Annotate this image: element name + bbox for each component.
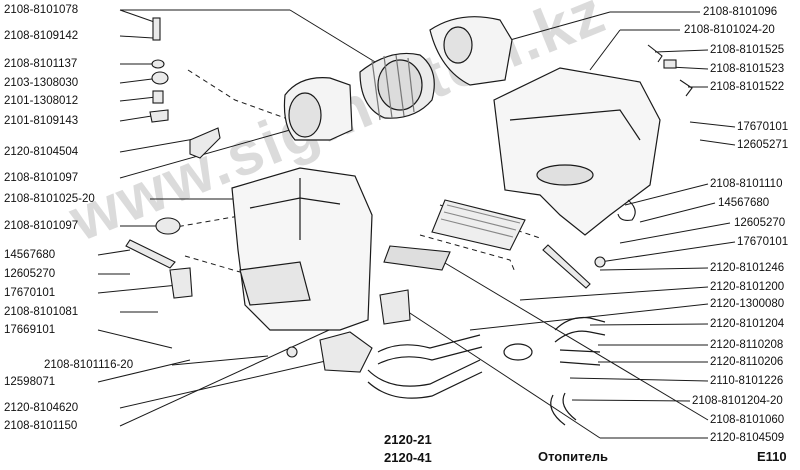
diagram-caption: Отопитель <box>538 449 608 464</box>
part-label-right-4: 2108-8101523 <box>710 63 785 75</box>
part-label-right-3: 2108-8101525 <box>710 44 785 56</box>
part-label-right-19: 2108-8101204-20 <box>692 395 783 407</box>
part-label-right-8: 2108-8101110 <box>710 178 783 190</box>
part-label-left-14: 2108-8101081 <box>4 306 79 318</box>
part-label-left-3: 2108-8101137 <box>4 58 78 70</box>
part-label-right-20: 2108-8101060 <box>710 414 785 426</box>
part-label-right-11: 17670101 <box>737 236 789 248</box>
part-label-left-8: 2108-8101097 <box>4 172 79 184</box>
part-label-left-16: 2108-8101116-20 <box>44 359 134 371</box>
part-label-right-7: 12605271 <box>737 139 789 151</box>
part-label-left-5: 2101-1308012 <box>4 95 79 107</box>
part-label-right-21: 2120-8104509 <box>710 432 785 444</box>
part-label-left-2: 2108-8109142 <box>4 30 79 42</box>
part-label-right-12: 2120-8101246 <box>710 262 785 274</box>
part-label-right-18: 2110-8101226 <box>710 375 784 387</box>
part-label-right-5: 2108-8101522 <box>710 81 785 93</box>
model-code-1: 2120-21 <box>384 432 432 447</box>
part-label-left-6: 2101-8109143 <box>4 115 79 127</box>
part-label-left-1: 2108-8101078 <box>4 4 79 16</box>
part-label-right-1: 2108-8101096 <box>703 6 778 18</box>
part-label-right-6: 17670101 <box>737 121 789 133</box>
part-label-right-13: 2120-8101200 <box>710 281 785 293</box>
part-label-left-17: 12598071 <box>4 376 56 388</box>
part-label-left-10: 2108-8101097 <box>4 220 79 232</box>
part-label-left-11: 14567680 <box>4 249 56 261</box>
part-label-right-9: 14567680 <box>718 197 770 209</box>
part-label-right-10: 12605270 <box>734 217 786 229</box>
part-label-left-12: 12605270 <box>4 268 56 280</box>
part-label-left-13: 17670101 <box>4 287 56 299</box>
part-label-left-19: 2108-8101150 <box>4 420 78 432</box>
part-label-left-15: 17669101 <box>4 324 56 336</box>
part-label-left-18: 2120-8104620 <box>4 402 79 414</box>
part-label-right-17: 2120-8110206 <box>710 356 784 368</box>
part-label-right-16: 2120-8110208 <box>710 339 784 351</box>
part-label-left-7: 2120-8104504 <box>4 146 79 158</box>
catalog-code: E110 <box>757 449 787 464</box>
part-label-left-4: 2103-1308030 <box>4 77 79 89</box>
part-label-left-9: 2108-8101025-20 <box>4 193 95 205</box>
part-label-right-14: 2120-1300080 <box>710 298 785 310</box>
part-label-right-15: 2120-8101204 <box>710 318 785 330</box>
model-code-2: 2120-41 <box>384 450 432 465</box>
part-label-right-2: 2108-8101024-20 <box>684 24 775 36</box>
